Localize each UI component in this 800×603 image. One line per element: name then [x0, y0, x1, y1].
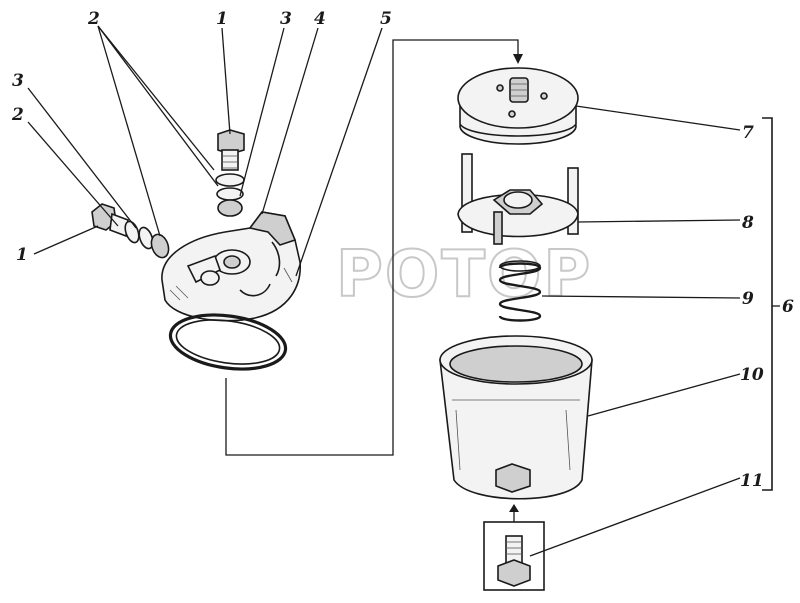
filter-head-housing [161, 211, 301, 322]
side-bolt [91, 203, 129, 238]
top-bolt [217, 129, 245, 171]
label-10: 10 [740, 365, 764, 385]
label-3-top: 3 [280, 9, 292, 29]
rotor-body [457, 153, 579, 245]
spring [498, 260, 542, 322]
label-6: 6 [782, 297, 794, 317]
label-2-left: 2 [11, 105, 24, 125]
label-5: 5 [380, 9, 392, 29]
label-1-top: 1 [216, 9, 228, 29]
label-7: 7 [742, 123, 754, 143]
bowl-to-plug-arrow [509, 504, 519, 512]
rotor-cap [457, 67, 579, 145]
filter-bowl [439, 335, 593, 500]
assembly-6-bracket [762, 117, 773, 491]
sealing-ring [168, 313, 288, 371]
drain-plug-detail [483, 521, 545, 591]
assembly-connector-line [225, 39, 519, 456]
label-1-left: 1 [16, 245, 28, 265]
connector-arrow [513, 54, 523, 64]
side-washers [124, 220, 170, 259]
label-4: 4 [314, 9, 326, 29]
label-11: 11 [740, 471, 764, 491]
label-3-left: 3 [12, 71, 24, 91]
leader-lines [27, 25, 741, 557]
label-8: 8 [741, 213, 754, 233]
label-9: 9 [742, 289, 754, 309]
watermark-text: РОТОР [336, 238, 592, 312]
label-2-top: 2 [87, 9, 100, 29]
